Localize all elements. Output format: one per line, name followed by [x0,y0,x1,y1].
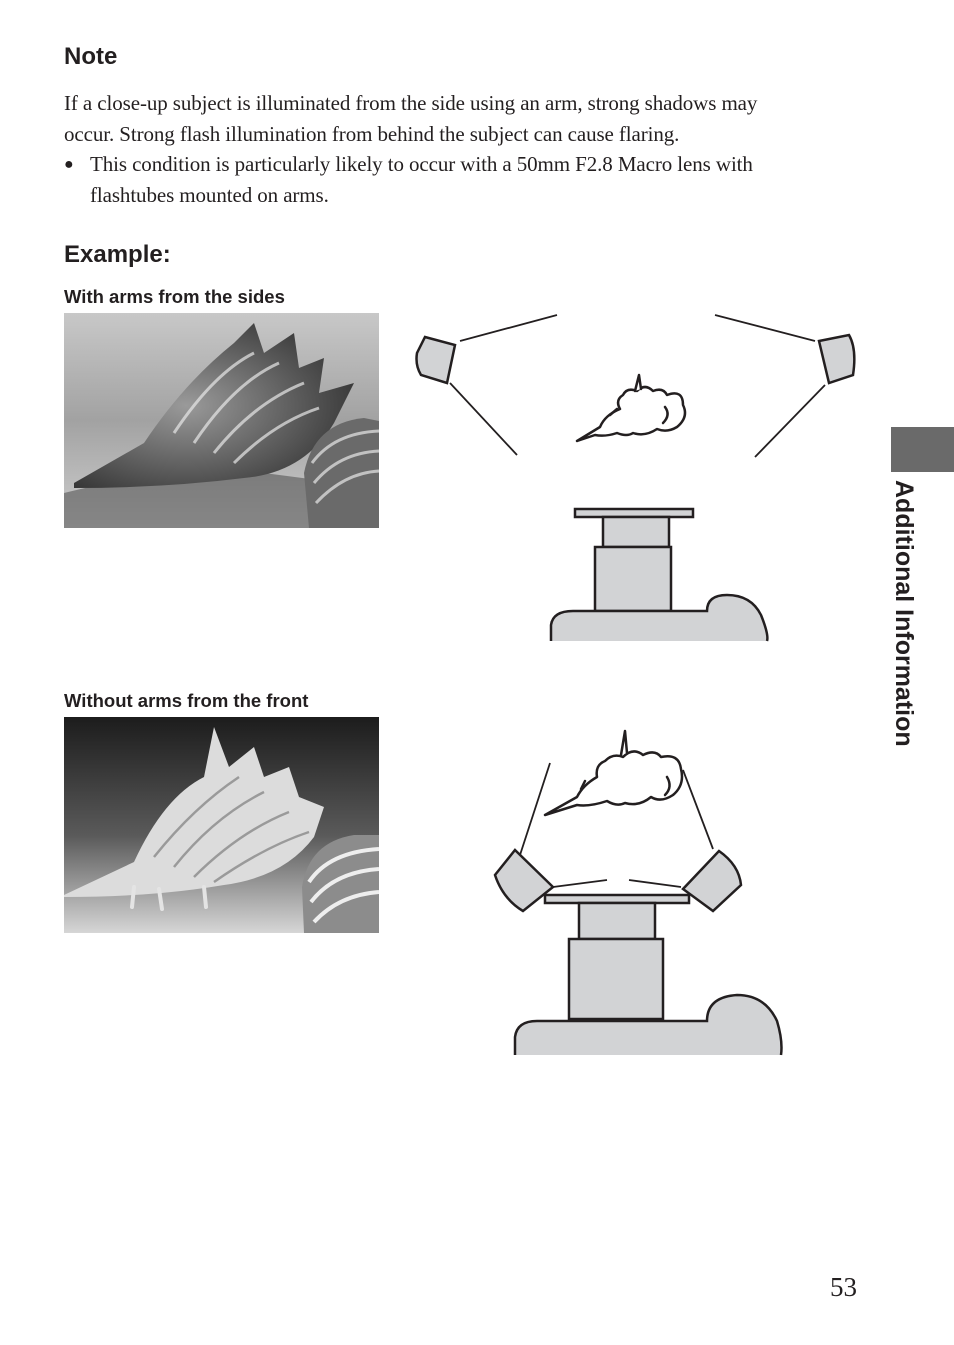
case-sides-label: With arms from the sides [64,286,285,307]
diagram-arms-from-sides [415,314,856,642]
note-bullet-line-2: flashtubes mounted on arms. [90,182,329,207]
diagram-no-arms-front [493,729,783,1056]
example-heading: Example: [64,241,171,268]
section-tab [891,427,954,472]
page-number: 53 [830,1272,857,1302]
note-bullet-line-1: This condition is particularly likely to… [90,152,753,176]
case-front-label: Without arms from the front [64,690,309,711]
camera-body-front-icon [513,893,783,1056]
note-bullet: ● This condition is particularly likely … [64,149,884,210]
shell-photo-front-lit-image [64,717,379,933]
left-front-flash-icon [493,848,555,913]
photo-shells-side-lit [64,313,379,528]
camera-body-icon [549,507,769,642]
note-heading: Note [64,43,118,70]
left-flash-head-icon [415,335,457,385]
note-line-2: occur. Strong flash illumination from be… [64,121,680,146]
right-front-flash-icon [681,849,743,913]
photo-shells-front-lit [64,717,379,933]
shell-photo-side-lit-image [64,313,379,528]
note-paragraph: If a close-up subject is illuminated fro… [64,88,884,210]
section-tab-label: Additional Information [890,480,918,747]
shell-subject-front-icon [543,729,684,817]
note-bullet-text: This condition is particularly likely to… [90,149,753,210]
note-line-1: If a close-up subject is illuminated fro… [64,91,758,115]
shell-subject-icon [575,373,687,443]
right-flash-head-icon [817,333,856,385]
bullet-icon: ● [64,156,74,173]
